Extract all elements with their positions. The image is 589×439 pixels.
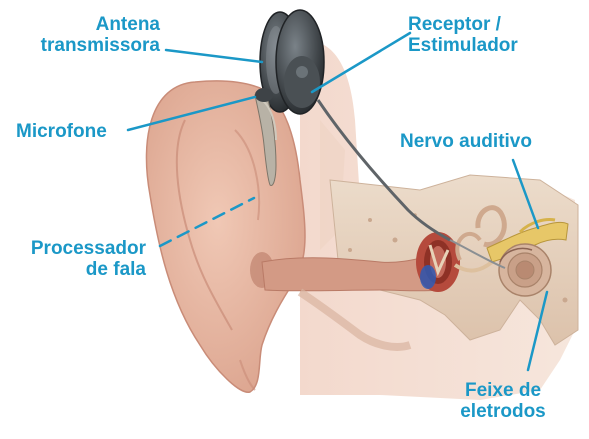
label-microfone-text: Microfone (16, 121, 107, 142)
label-microfone: Microfone (16, 121, 107, 142)
label-receptor-line2: Estimulador (408, 35, 518, 56)
label-feixe-line1: Feixe de (448, 380, 558, 401)
cochlea (499, 244, 551, 296)
label-antena-transmissora: Antena transmissora (28, 14, 160, 56)
label-processador-line1: Processador (18, 238, 146, 259)
leader-antena (166, 50, 262, 62)
label-receptor-estimulador: Receptor / Estimulador (408, 14, 518, 56)
label-nervo-auditivo: Nervo auditivo (400, 131, 532, 152)
receiver-stimulator (276, 10, 324, 114)
label-nervo-text: Nervo auditivo (400, 131, 532, 152)
label-receptor-line1: Receptor / (408, 14, 518, 35)
label-feixe-de-eletrodos: Feixe de eletrodos (448, 380, 558, 422)
label-antena-line2: transmissora (28, 35, 160, 56)
label-processador-line2: de fala (18, 259, 146, 280)
pinna (146, 81, 305, 392)
label-processador-de-fala: Processador de fala (18, 238, 146, 280)
label-antena-line1: Antena (28, 14, 160, 35)
label-feixe-line2: eletrodos (448, 401, 558, 422)
